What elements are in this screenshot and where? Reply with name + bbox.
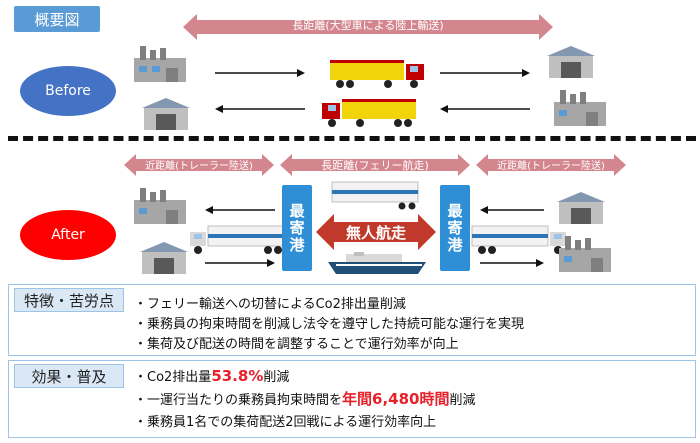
unmanned-arrow	[316, 214, 436, 250]
after-short-left-label: 近距離(トレーラー陸送)	[145, 161, 253, 172]
features-line: ・フェリー輸送への切替によるCo2排出量削減	[134, 297, 406, 312]
trailer-truck-icon	[190, 225, 285, 254]
factory-icon	[554, 90, 606, 126]
effects-line-3: ・乗務員1名での集荷配送2回戦による運行効率向上	[134, 415, 437, 430]
before-arrow-right-1	[215, 69, 305, 77]
after-arrow-left-1	[205, 206, 275, 214]
after-long-arrow	[280, 154, 470, 176]
before-arrow-left-1	[215, 105, 305, 113]
factory-icon	[134, 46, 186, 82]
after-short-right-arrow	[476, 154, 626, 176]
warehouse-icon	[547, 46, 595, 78]
effects-label: 効果・普及	[14, 364, 124, 388]
truck-icon	[330, 60, 424, 88]
after-arrow-right-2	[480, 259, 544, 267]
unmanned-label: 無人航走	[345, 224, 406, 242]
features-label: 特徴・苦労点	[14, 288, 124, 312]
trailer-truck-icon	[471, 225, 566, 254]
port-right: 最寄港	[440, 185, 470, 271]
effects-line-1-suffix: 削減	[263, 370, 290, 385]
ferry-icon	[328, 252, 426, 274]
factory-icon	[134, 188, 186, 224]
after-arrow-right-1	[205, 259, 275, 267]
effects-line-1-prefix: ・Co2排出量	[134, 370, 212, 385]
before-arrow-right-2	[440, 69, 530, 77]
before-long-distance-label: 長距離(大型車による陸上輸送)	[292, 19, 444, 32]
effects-line-1: ・Co2排出量53.8%削減	[134, 366, 289, 385]
after-short-right-label: 近距離(トレーラー陸送)	[497, 161, 605, 172]
after-long-label: 長距離(フェリー航走)	[321, 159, 429, 172]
features-line: ・集荷及び配送の時間を調整することで運行効率が向上	[134, 337, 459, 352]
factory-icon	[559, 236, 611, 272]
effects-line-2: ・一運行当たりの乗務員拘束時間を年間6,480時間削減	[134, 388, 475, 409]
after-arrow-left-2	[480, 206, 544, 214]
before-long-distance-arrow	[183, 14, 553, 40]
after-short-left-arrow	[124, 154, 274, 176]
before-arrow-left-2	[440, 105, 530, 113]
warehouse-icon	[142, 98, 190, 130]
co2-reduction-value: 53.8%	[211, 367, 264, 385]
after-oval: After	[20, 210, 116, 260]
effects-line-2-prefix: ・一運行当たりの乗務員拘束時間を	[134, 393, 343, 408]
trailer-icon	[331, 181, 419, 210]
overview-tag: 概要図	[14, 6, 100, 32]
features-line: ・乗務員の拘束時間を削減し法令を遵守した持続可能な運行を実現	[134, 317, 525, 332]
warehouse-icon	[140, 242, 188, 274]
warehouse-icon	[557, 192, 605, 224]
truck-icon	[322, 99, 416, 127]
effects-line-2-suffix: 削減	[449, 393, 476, 408]
before-oval: Before	[20, 66, 116, 116]
dashed-divider	[8, 136, 696, 141]
hours-reduction-value: 年間6,480時間	[342, 390, 450, 408]
port-left: 最寄港	[282, 185, 312, 271]
